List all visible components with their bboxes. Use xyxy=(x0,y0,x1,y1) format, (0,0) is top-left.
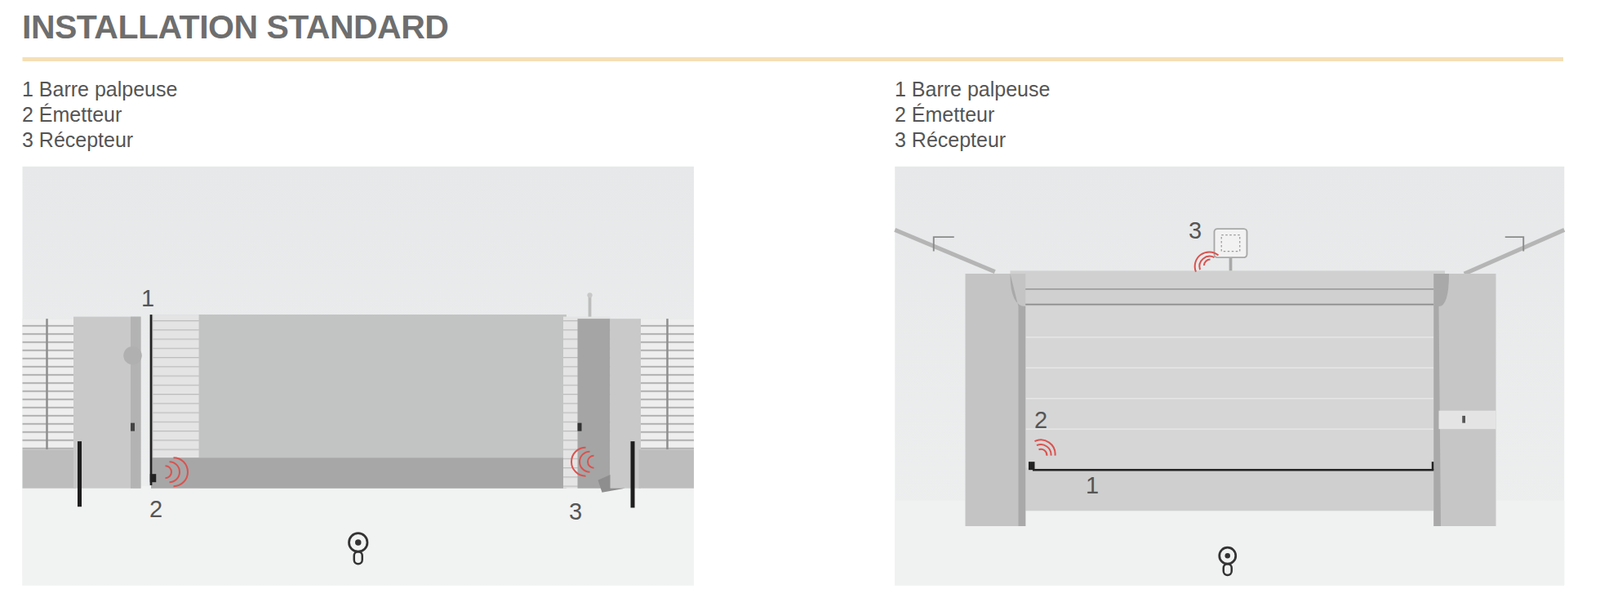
callout-number: 2 xyxy=(147,495,165,523)
title-rule xyxy=(22,57,1565,62)
legend-item-text: 3 Récepteur xyxy=(894,128,1006,152)
callout-number: 1 xyxy=(139,284,156,312)
page-title: INSTALLATION STANDARD xyxy=(22,8,449,47)
legend-item-text: 2 Émetteur xyxy=(22,102,122,127)
callout-number: 2 xyxy=(1032,406,1049,434)
legend-item-text: 3 Récepteur xyxy=(22,128,134,152)
gate-illustration xyxy=(22,166,695,586)
legend-item-text: 1 Barre palpeuse xyxy=(894,77,1050,102)
callout-number: 3 xyxy=(567,497,584,525)
legend-item-text: 2 Émetteur xyxy=(894,102,995,127)
legend-item-text: 1 Barre palpeuse xyxy=(22,77,178,102)
callout-number: 1 xyxy=(1084,471,1101,499)
callout-number: 3 xyxy=(1186,217,1204,245)
garage-door-illustration xyxy=(894,166,1565,586)
